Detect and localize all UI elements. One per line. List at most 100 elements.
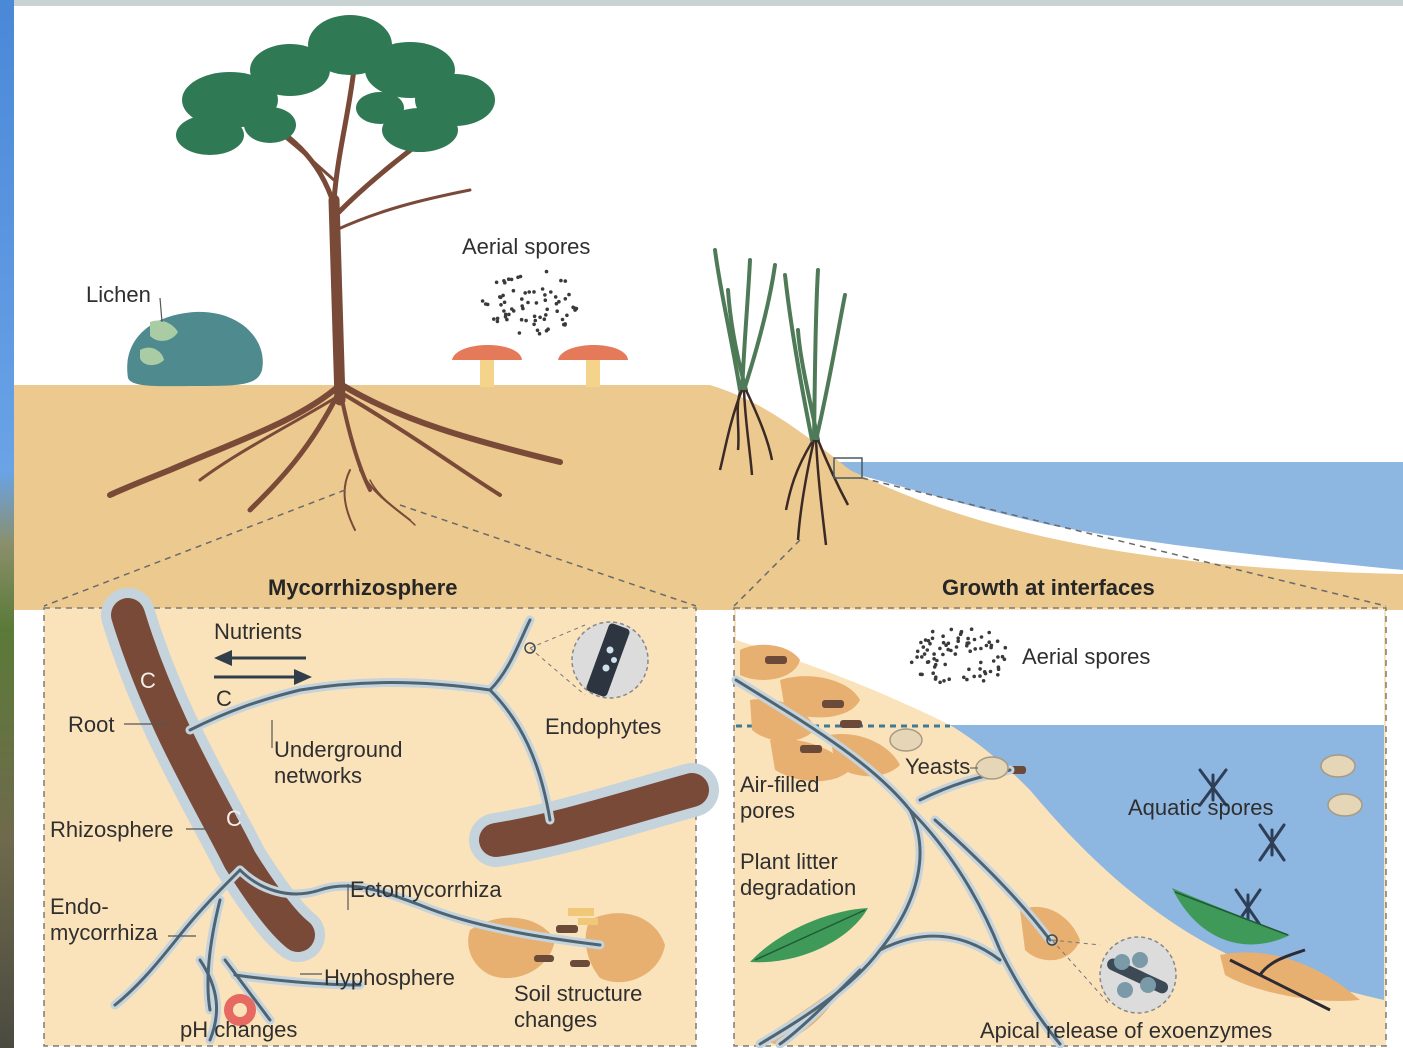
spore-dot — [498, 295, 502, 299]
spore-dot — [933, 665, 937, 669]
mycorrhizosphere-title: Mycorrhizosphere — [268, 575, 458, 601]
spore-dot — [989, 646, 993, 650]
spore-dot — [507, 313, 511, 317]
spore-dot — [987, 631, 991, 635]
spore-dot — [924, 638, 928, 642]
spore-dot — [996, 673, 1000, 677]
spore-dot — [1003, 658, 1007, 662]
tree-canopy — [176, 15, 495, 155]
spore-dot — [524, 319, 528, 323]
interface-aerial-spores-label: Aerial spores — [1022, 644, 1150, 670]
spore-dot — [942, 641, 946, 645]
spore-dot — [520, 297, 524, 301]
spore-dot — [521, 307, 525, 311]
spore-dot — [546, 327, 550, 331]
spore-dot — [968, 649, 972, 653]
spore-dot — [931, 637, 935, 641]
spore-dot — [520, 318, 524, 322]
spore-dot — [561, 318, 565, 322]
spore-dot — [481, 299, 485, 303]
spore-dot — [571, 306, 575, 310]
spore-dot — [920, 655, 924, 659]
spore-dot — [484, 302, 488, 306]
spore-dot — [989, 670, 993, 674]
spore-dot — [544, 298, 548, 302]
spore-dot — [910, 661, 914, 665]
spore-dot — [534, 319, 538, 323]
spore-dot — [541, 287, 545, 291]
spore-dot — [967, 668, 971, 672]
spore-dot — [523, 291, 527, 295]
lichen-label: Lichen — [86, 282, 151, 308]
spore-dot — [956, 636, 960, 640]
hyphosphere-label: Hyphosphere — [324, 965, 455, 991]
aquatic-spores-label: Aquatic spores — [1128, 795, 1274, 821]
carbon-label: C — [216, 686, 232, 712]
spore-dot — [942, 679, 946, 683]
ectomycorrhiza-label: Ectomycorrhiza — [350, 877, 502, 903]
spore-dot — [549, 290, 553, 294]
spore-dot — [972, 675, 976, 679]
spore-dot — [923, 652, 927, 656]
spore-dot — [950, 628, 954, 632]
spore-dot — [992, 659, 996, 663]
spore-dot — [985, 644, 989, 648]
spore-dot — [979, 647, 983, 651]
spore-dot — [960, 630, 964, 634]
aerial-spores-label: Aerial spores — [462, 234, 590, 260]
spore-dot — [946, 648, 950, 652]
spore-dot — [932, 652, 936, 656]
underground-networks-label: Underground networks — [274, 737, 402, 789]
air-filled-pores-label: Air-filled pores — [740, 772, 819, 824]
spore-dot — [919, 641, 923, 645]
spore-dot — [564, 297, 568, 301]
spore-dot — [980, 635, 984, 639]
spore-dot — [954, 652, 958, 656]
endo-mycorrhiza-label: Endo- mycorrhiza — [50, 894, 158, 946]
spore-dot — [934, 675, 938, 679]
spore-dot — [502, 279, 506, 283]
spore-dot — [543, 293, 547, 297]
spore-dot — [543, 317, 547, 321]
nutrients-label: Nutrients — [214, 619, 302, 645]
lichen-rock — [127, 312, 263, 386]
spore-dot — [496, 317, 500, 321]
spore-dot — [967, 641, 971, 645]
spore-dot — [555, 302, 559, 306]
spore-dot — [938, 647, 942, 651]
spore-dot — [973, 638, 977, 642]
spore-dot — [941, 634, 945, 638]
spore-dot — [1004, 646, 1008, 650]
mushroom-left — [452, 345, 522, 387]
root-carbon-label-2: C — [226, 806, 242, 832]
spore-dot — [996, 639, 1000, 643]
spore-dot — [532, 290, 536, 294]
spore-dot — [554, 295, 558, 299]
spore-dot — [538, 332, 542, 336]
spore-dot — [516, 276, 520, 280]
spore-dot — [512, 289, 516, 293]
spore-dot — [502, 309, 506, 313]
spore-dot — [931, 630, 935, 634]
plant-litter-degradation-label: Plant litter degradation — [740, 849, 856, 901]
spore-dot — [567, 293, 571, 297]
spore-dot — [962, 676, 966, 680]
spore-dot — [926, 648, 930, 652]
root-carbon-label-1: C — [140, 668, 156, 694]
spore-dot — [941, 653, 945, 657]
endophytes-label: Endophytes — [545, 714, 661, 740]
spore-dot — [978, 667, 982, 671]
spore-dot — [535, 301, 539, 305]
spore-dot — [564, 279, 568, 283]
spore-dot — [503, 301, 507, 305]
spore-dot — [533, 315, 537, 319]
spore-dot — [563, 322, 567, 326]
spore-dot — [966, 637, 970, 641]
spore-dot — [970, 627, 974, 631]
apical-release-label: Apical release of exoenzymes — [980, 1018, 1272, 1044]
spore-dot — [492, 317, 496, 321]
spore-dot — [575, 307, 579, 311]
rhizosphere-label: Rhizosphere — [50, 817, 174, 843]
spore-dot — [979, 661, 983, 665]
